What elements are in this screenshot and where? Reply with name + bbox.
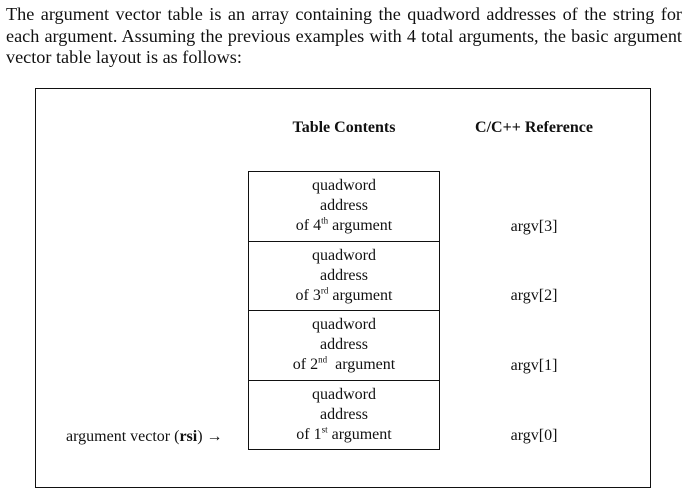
- reference-argv-3: argv[3]: [510, 218, 558, 235]
- ordinal-suffix: nd: [318, 354, 328, 365]
- cell-line-2: address: [320, 266, 368, 284]
- cell-line-3: of 1st argument: [296, 424, 392, 443]
- cell-line-3: of 4th argument: [295, 215, 393, 235]
- cell-line-2: address: [320, 336, 368, 354]
- reference-argv-0: argv[0]: [510, 427, 558, 444]
- intro-paragraph: The argument vector table is an array co…: [6, 4, 682, 67]
- reference-argv-1: argv[1]: [510, 357, 558, 374]
- argument-vector-pointer-label: argument vector (rsi) →: [66, 428, 223, 445]
- cell-line-2: address: [320, 197, 368, 215]
- table-contents-header: Table Contents: [292, 119, 396, 136]
- table-cell-argv-1: quadword address of 2nd argument: [249, 311, 439, 381]
- cell-line-1: quadword: [312, 316, 376, 334]
- register-name: rsi: [179, 428, 198, 445]
- cell-line-1: quadword: [312, 385, 376, 403]
- reference-argv-2: argv[2]: [510, 287, 558, 304]
- cell-line-3: of 3rd argument: [295, 285, 393, 304]
- ordinal-suffix: th: [321, 215, 329, 226]
- table-cell-argv-2: quadword address of 3rd argument: [249, 242, 439, 311]
- cell-line-1: quadword: [312, 177, 376, 195]
- table-cell-argv-3: quadword address of 4th argument: [249, 172, 439, 242]
- argument-vector-table: quadword address of 4th argument quadwor…: [248, 171, 440, 450]
- cpp-reference-header: C/C++ Reference: [475, 119, 593, 136]
- cell-line-3: of 2nd argument: [292, 354, 396, 374]
- ordinal-suffix: st: [321, 424, 328, 435]
- ordinal-suffix: rd: [320, 285, 329, 296]
- table-cell-argv-0: quadword address of 1st argument: [249, 381, 439, 450]
- cell-line-2: address: [320, 405, 368, 423]
- cell-line-1: quadword: [312, 246, 376, 264]
